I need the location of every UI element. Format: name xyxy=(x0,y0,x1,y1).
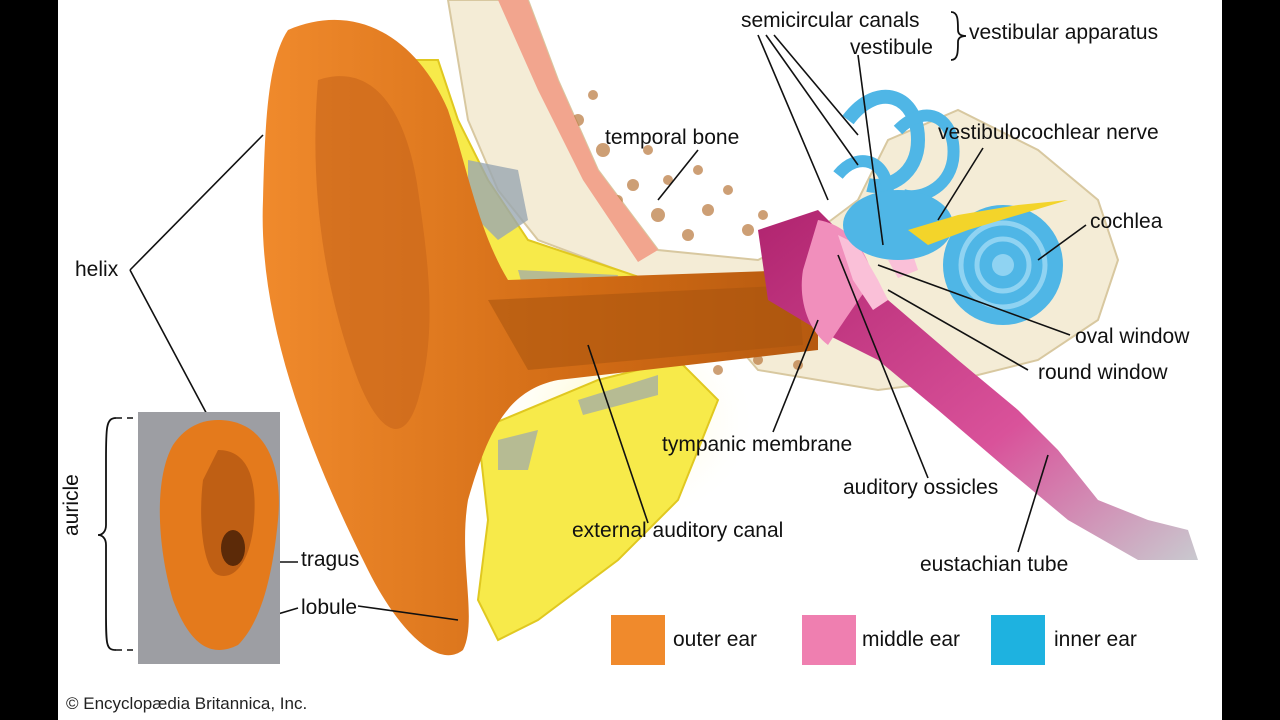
auricle-inset-canal xyxy=(221,530,245,566)
label-helix: helix xyxy=(75,258,119,281)
label-oval-window: oval window xyxy=(1075,325,1190,348)
label-round-window: round window xyxy=(1038,361,1168,384)
vestibulocochlear-nerve-shape xyxy=(908,200,1068,245)
label-eustachian-tube: eustachian tube xyxy=(920,553,1069,576)
legend-label-inner-ear: inner ear xyxy=(1054,628,1137,651)
semicircular-canal-3 xyxy=(833,155,894,196)
label-vestibule: vestibule xyxy=(850,36,933,59)
fat-pocket-4 xyxy=(578,375,658,415)
legend-swatch-middle-ear xyxy=(802,615,856,665)
diagram-canvas: semicircular canals vestibule vestibular… xyxy=(58,0,1222,720)
label-semicircular-canals: semicircular canals xyxy=(741,9,920,32)
leader-lines xyxy=(129,34,1087,626)
ear-anatomy-illustration xyxy=(97,0,1198,664)
label-lobule: lobule xyxy=(301,596,358,619)
legend-label-outer-ear: outer ear xyxy=(673,628,758,651)
label-tympanic-membrane: tympanic membrane xyxy=(662,433,853,456)
copyright-credit: © Encyclopædia Britannica, Inc. xyxy=(66,694,308,713)
auricle-brace xyxy=(97,417,117,651)
skin-layer xyxy=(498,0,658,262)
ossicle-malleus xyxy=(838,235,888,310)
external-canal-shading xyxy=(488,285,803,370)
legend-swatch-inner-ear xyxy=(991,615,1045,665)
legend-label-middle-ear: middle ear xyxy=(862,628,961,651)
label-external-auditory-canal: external auditory canal xyxy=(572,519,784,542)
fat-pocket-3 xyxy=(498,430,538,470)
vestibular-brace xyxy=(950,11,967,61)
label-auditory-ossicles: auditory ossicles xyxy=(843,476,999,499)
label-temporal-bone: temporal bone xyxy=(605,126,740,149)
label-cochlea: cochlea xyxy=(1090,210,1163,233)
label-tragus: tragus xyxy=(301,548,360,571)
legend-swatch-outer-ear xyxy=(611,615,665,665)
label-vestibulocochlear-nerve: vestibulocochlear nerve xyxy=(938,121,1159,144)
label-vestibular-apparatus: vestibular apparatus xyxy=(969,21,1159,44)
ear-concha-shading xyxy=(315,76,430,429)
ossicle-stapes xyxy=(888,255,918,278)
fat-pocket xyxy=(468,160,528,240)
label-auricle: auricle xyxy=(60,474,83,536)
